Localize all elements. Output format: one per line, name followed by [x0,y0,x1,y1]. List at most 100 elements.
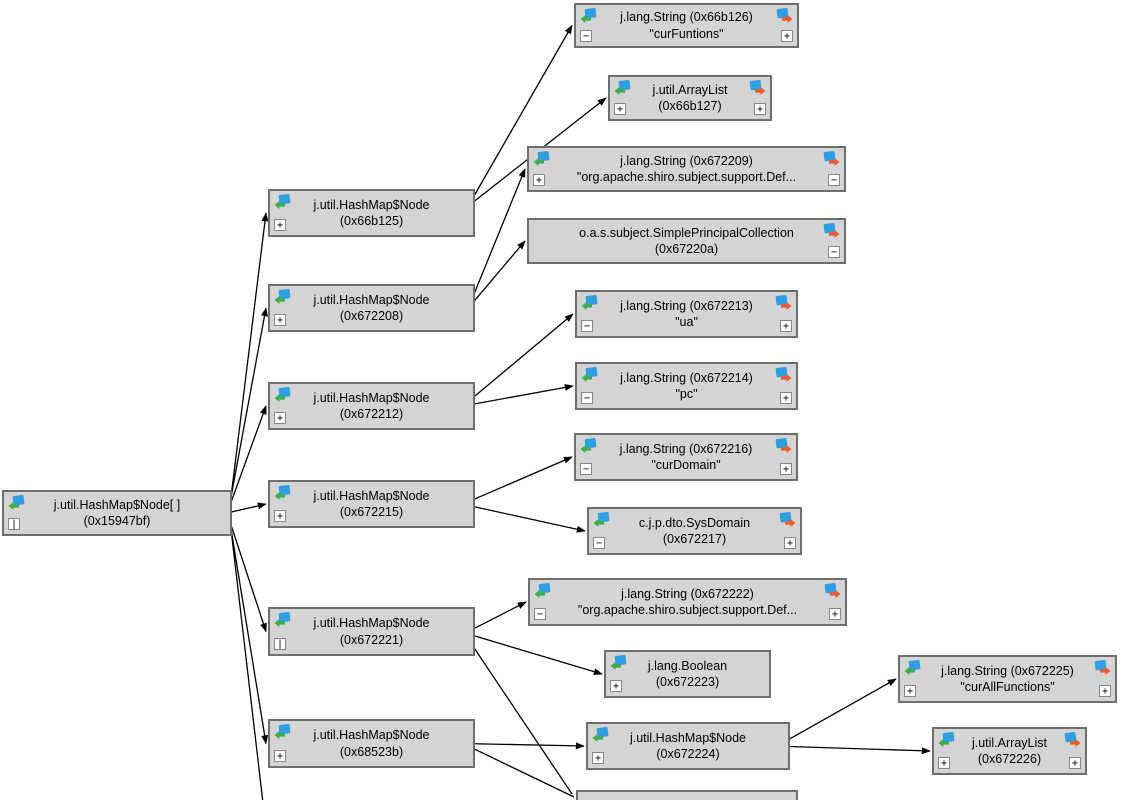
incoming-reference-icon [8,494,25,511]
reference-edge [473,647,573,795]
incoming-reference-icon [938,731,955,748]
object-value-label: (0x672215) [339,505,404,519]
object-type-label: j.util.HashMap$Node [313,197,430,212]
incoming-reference-icon [274,386,291,403]
reference-edge [788,678,897,740]
object-node-n672215[interactable]: j.util.HashMap$Node (0x672215) + [268,480,475,528]
object-value-label: "ua" [675,315,698,329]
object-node-s672214[interactable]: j.lang.String (0x672214) "pc" −+ [575,362,798,410]
expand-outgoing-button[interactable]: − [828,174,840,186]
object-node-s66b126[interactable]: j.lang.String (0x66b126) "curFuntions" −… [574,3,799,48]
outgoing-reference-icon [775,437,792,454]
incoming-reference-icon [274,611,291,628]
expand-outgoing-button[interactable]: + [754,103,766,115]
reference-edge [473,240,526,302]
expand-incoming-button[interactable]: + [274,314,286,326]
object-node-s672222[interactable]: j.lang.String (0x672222) "org.apache.shi… [528,578,847,626]
expand-incoming-button[interactable]: − [580,463,592,475]
object-value-label: "curDomain" [651,458,721,472]
object-type-label: j.util.HashMap$Node [313,292,430,307]
object-type-label: j.lang.String (0x672222) [621,586,754,601]
expand-incoming-button[interactable]: + [904,685,916,697]
expand-incoming-button[interactable]: + [274,750,286,762]
object-node-n672221[interactable]: j.util.HashMap$Node (0x672221) | [268,607,475,656]
object-type-label: j.util.HashMap$Node [313,728,430,742]
expand-outgoing-button[interactable]: + [780,320,792,332]
expand-incoming-button[interactable]: + [274,219,286,231]
expand-incoming-button[interactable]: + [592,752,604,764]
expand-incoming-button[interactable]: + [533,174,545,186]
object-type-label: j.util.ArrayList [971,735,1048,750]
object-value-label: (0x672226) [977,752,1042,766]
object-value-label: (0x672223) [655,675,720,689]
incoming-reference-icon [274,193,291,210]
reference-edge [230,307,268,498]
object-node-b672223[interactable]: j.lang.Boolean (0x672223) + [604,650,771,698]
object-value-label: (0x672221) [339,632,404,647]
object-type-label: j.lang.String (0x66b126) [620,10,753,24]
object-value-label: "org.apache.shiro.subject.support.Def... [577,603,798,617]
object-node-n672208[interactable]: j.util.HashMap$Node (0x672208) + [268,284,475,332]
object-node-root[interactable]: j.util.HashMap$Node[ ] (0x15947bf) | [2,490,232,536]
object-node-s672213[interactable]: j.lang.String (0x672213) "ua" − + [575,290,798,338]
object-value-label: (0x15947bf) [83,514,151,528]
expand-incoming-button[interactable]: − [581,320,593,332]
expand-outgoing-button[interactable]: + [1069,757,1081,769]
object-type-label: j.lang.String (0x672209) [620,153,753,168]
object-node-partial[interactable] [576,790,798,800]
object-node-s672225[interactable]: j.lang.String (0x672225) "curAllFunction… [898,655,1117,703]
object-node-a66b127[interactable]: j.util.ArrayList (0x66b127) ++ [608,75,772,121]
outgoing-reference-icon [1094,659,1111,676]
expand-incoming-button[interactable]: + [274,510,286,522]
reference-edge [230,528,264,800]
incoming-reference-icon [904,659,921,676]
object-value-label: (0x67220a) [654,242,719,256]
object-value-label: "org.apache.shiro.subject.support.Def... [576,170,797,184]
expand-outgoing-button[interactable]: + [829,608,841,620]
expand-outgoing-button[interactable]: + [1099,685,1111,697]
object-node-n672212[interactable]: j.util.HashMap$Node (0x672212) + [268,382,475,430]
object-type-label: j.util.HashMap$Node [313,488,430,503]
reference-edge [230,502,267,513]
expand-incoming-button[interactable]: + [614,103,626,115]
object-value-label: (0x672224) [656,747,720,761]
expand-incoming-button[interactable]: | [8,518,20,530]
object-type-label: j.util.HashMap$Node [313,390,430,405]
incoming-reference-icon [274,723,291,740]
object-value-label: (0x68523b) [339,744,404,759]
object-node-n672224[interactable]: j.util.HashMap$Node (0x672224) + [586,722,790,770]
expand-outgoing-button[interactable]: + [780,392,792,404]
expand-incoming-button[interactable]: − [534,608,546,620]
object-type-label: j.util.HashMap$Node [629,730,747,745]
incoming-reference-icon [274,288,291,305]
incoming-reference-icon [610,654,627,671]
outgoing-reference-icon [775,366,792,383]
expand-incoming-button[interactable]: + [610,680,622,692]
expand-incoming-button[interactable]: − [593,537,605,549]
expand-incoming-button[interactable]: − [580,30,592,42]
incoming-reference-icon [534,582,551,599]
object-node-a672226[interactable]: j.util.ArrayList (0x672226) + + [932,727,1087,775]
object-node-d672217[interactable]: c.j.p.dto.SysDomain (0x672217) −+ [587,507,802,555]
object-node-s672216[interactable]: j.lang.String (0x672216) "curDomain" −+ [574,433,798,481]
reference-edge [230,405,267,503]
object-type-label: j.lang.String (0x672213) [620,298,753,313]
expand-incoming-button[interactable]: − [581,392,593,404]
expand-incoming-button[interactable]: | [274,638,286,650]
expand-outgoing-button[interactable]: + [784,537,796,549]
expand-outgoing-button[interactable]: − [828,246,840,258]
object-value-label: (0x672208) [339,309,404,323]
outgoing-reference-icon [749,79,766,96]
expand-outgoing-button[interactable]: + [780,463,792,475]
reference-edge [230,528,269,745]
object-node-s672209[interactable]: j.lang.String (0x672209) "org.apache.shi… [527,146,846,192]
expand-incoming-button[interactable]: + [938,757,950,769]
expand-outgoing-button[interactable]: + [781,30,793,42]
object-node-n68523b[interactable]: j.util.HashMap$Node (0x68523b) + [268,719,475,768]
reference-edge [473,748,575,798]
object-node-spc67220a[interactable]: o.a.s.subject.SimplePrincipalCollection … [527,218,846,264]
expand-incoming-button[interactable]: + [274,412,286,424]
object-type-label: j.lang.Boolean [647,658,728,673]
object-node-n66b125[interactable]: j.util.HashMap$Node (0x66b125) + [268,189,475,237]
object-value-label: (0x66b125) [339,214,404,228]
